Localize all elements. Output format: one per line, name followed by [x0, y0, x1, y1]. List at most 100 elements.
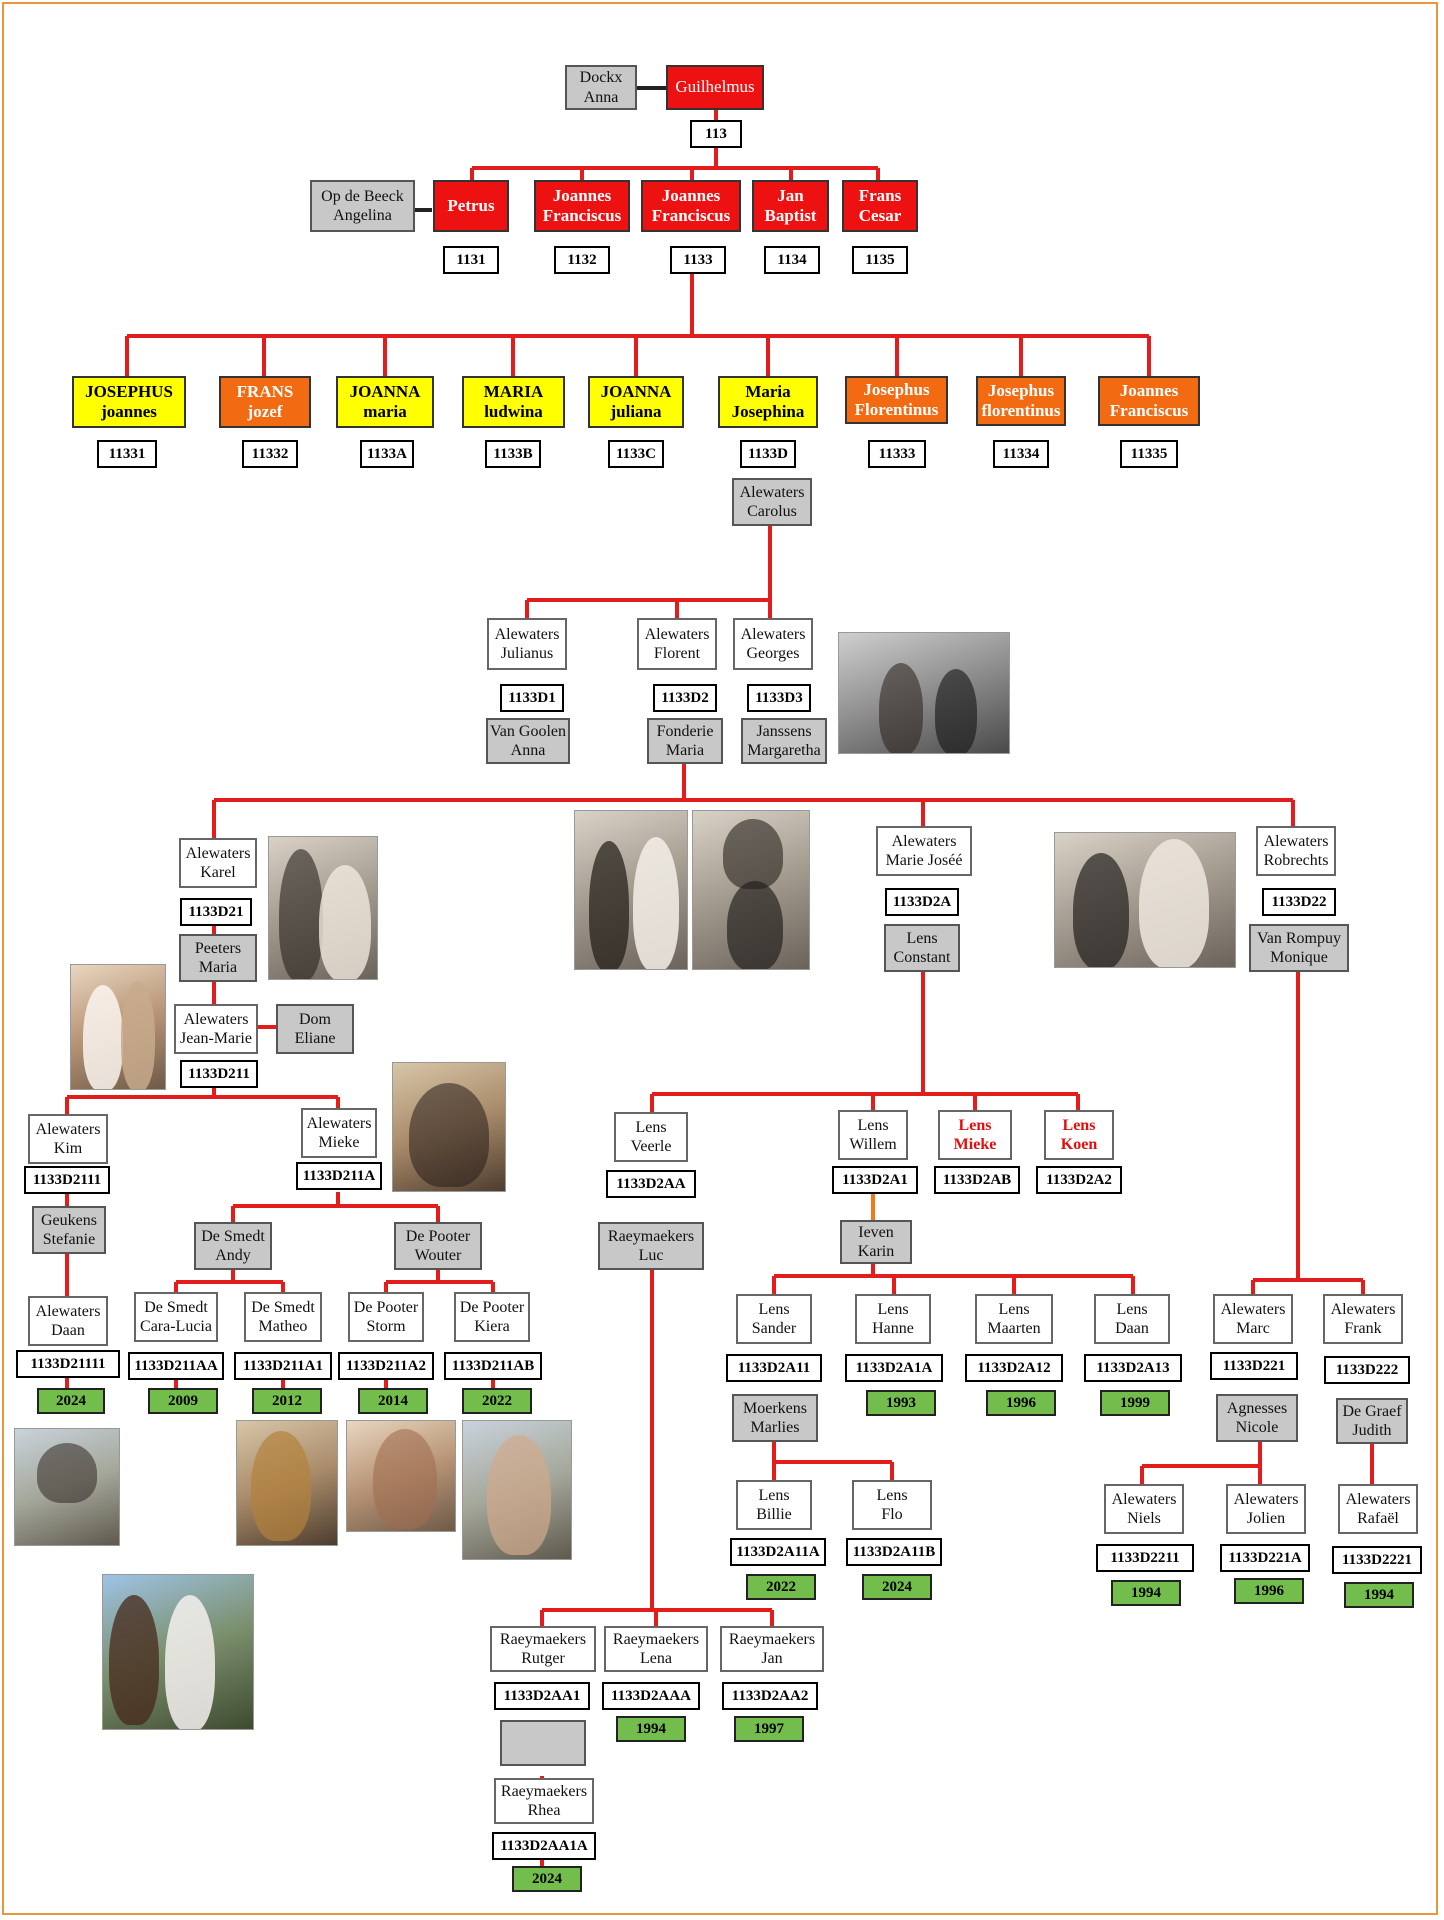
- person-lens-veerle[interactable]: Lens Veerle: [614, 1112, 688, 1162]
- id-1133D2A2: 1133D2A2: [1036, 1166, 1122, 1194]
- person-lens-flo[interactable]: Lens Flo: [852, 1480, 932, 1530]
- person-lens-daan[interactable]: Lens Daan: [1094, 1294, 1170, 1344]
- id-1133D222: 1133D222: [1324, 1356, 1410, 1384]
- id-1133D2A12: 1133D2A12: [965, 1354, 1063, 1382]
- person-lens-constant[interactable]: Lens Constant: [884, 924, 960, 972]
- person-raeymaekers-rhea[interactable]: Raeymaekers Rhea: [494, 1778, 594, 1824]
- person-alewaters-julianus[interactable]: Alewaters Julianus: [487, 618, 567, 670]
- person-joanna-maria[interactable]: JOANNA maria: [336, 376, 434, 428]
- person-alewaters-jean-marie[interactable]: Alewaters Jean-Marie: [174, 1004, 258, 1054]
- id-1133D21: 1133D21: [180, 898, 252, 926]
- person-alewaters-georges[interactable]: Alewaters Georges: [733, 618, 813, 670]
- person-alewaters-kim[interactable]: Alewaters Kim: [28, 1114, 108, 1164]
- id-1133D211: 1133D211: [180, 1060, 258, 1088]
- id-1133D2: 1133D2: [653, 684, 717, 712]
- person-alewaters-carolus[interactable]: Alewaters Carolus: [732, 478, 812, 526]
- person-van-rompuy-monique[interactable]: Van Rompuy Monique: [1249, 924, 1349, 972]
- spouse-placeholder-rutger[interactable]: [500, 1720, 586, 1766]
- photo-robrechts-wedding: [1054, 832, 1236, 968]
- photo-wedding-florent: [574, 810, 688, 970]
- person-de-smedt-cara-lucia[interactable]: De Smedt Cara-Lucia: [134, 1292, 218, 1342]
- person-de-smedt-matheo[interactable]: De Smedt Matheo: [244, 1292, 322, 1342]
- person-alewaters-jolien[interactable]: Alewaters Jolien: [1226, 1484, 1306, 1534]
- person-dockx-anna[interactable]: Dockx Anna: [565, 65, 637, 110]
- person-frans-jozef[interactable]: FRANS jozef: [219, 376, 311, 428]
- id-1133D221A: 1133D221A: [1220, 1544, 1310, 1572]
- id-1133D211AA: 1133D211AA: [128, 1352, 224, 1380]
- person-alewaters-niels[interactable]: Alewaters Niels: [1104, 1484, 1184, 1534]
- id-11334: 11334: [993, 440, 1049, 468]
- id-1133D211A2: 1133D211A2: [338, 1352, 434, 1380]
- id-1133D2111: 1133D2111: [24, 1166, 110, 1194]
- id-1132: 1132: [554, 246, 610, 274]
- person-raeymaekers-rutger[interactable]: Raeymaekers Rutger: [490, 1626, 596, 1672]
- person-janssens-margaretha[interactable]: Janssens Margaretha: [741, 718, 827, 764]
- person-joanna-juliana[interactable]: JOANNA juliana: [588, 376, 684, 428]
- person-alewaters-daan[interactable]: Alewaters Daan: [28, 1296, 108, 1346]
- person-dom-eliane[interactable]: Dom Eliane: [276, 1004, 354, 1054]
- person-de-graef-judith[interactable]: De Graef Judith: [1336, 1398, 1408, 1444]
- person-lens-maarten[interactable]: Lens Maarten: [975, 1294, 1053, 1344]
- person-josephus-florentinus-11333[interactable]: Josephus Florentinus: [845, 376, 948, 424]
- id-1133D2221: 1133D2221: [1332, 1546, 1422, 1574]
- person-raeymaekers-lena[interactable]: Raeymaekers Lena: [604, 1626, 708, 1672]
- person-van-goolen-anna[interactable]: Van Goolen Anna: [486, 718, 570, 764]
- person-alewaters-robrechts[interactable]: Alewaters Robrechts: [1256, 826, 1336, 876]
- person-lens-koen[interactable]: Lens Koen: [1044, 1110, 1114, 1160]
- birth-year-niels: 1994: [1111, 1580, 1181, 1606]
- person-alewaters-marc[interactable]: Alewaters Marc: [1213, 1294, 1293, 1344]
- person-alewaters-frank[interactable]: Alewaters Frank: [1323, 1294, 1403, 1344]
- person-josephus-joannes[interactable]: JOSEPHUS joannes: [72, 376, 186, 428]
- person-raeymaekers-luc[interactable]: Raeymaekers Luc: [598, 1222, 704, 1270]
- person-alewaters-florent[interactable]: Alewaters Florent: [637, 618, 717, 670]
- person-lens-sander[interactable]: Lens Sander: [736, 1294, 812, 1344]
- person-josephus-florentinus-11334[interactable]: Josephus florentinus: [976, 376, 1066, 426]
- person-raeymaekers-jan[interactable]: Raeymaekers Jan: [720, 1626, 824, 1672]
- person-lens-mieke[interactable]: Lens Mieke: [938, 1110, 1012, 1160]
- person-alewaters-marie-josee[interactable]: Alewaters Marie Joséé: [876, 826, 972, 876]
- person-de-pooter-wouter[interactable]: De Pooter Wouter: [394, 1222, 482, 1270]
- birth-year-maarten: 1996: [986, 1390, 1056, 1416]
- person-maria-josephina[interactable]: Maria Josephina: [718, 376, 818, 428]
- photo-daan-baby: [14, 1428, 120, 1546]
- id-1133D2A1: 1133D2A1: [832, 1166, 918, 1194]
- person-frans-cesar[interactable]: Frans Cesar: [842, 180, 918, 232]
- person-guilhelmus[interactable]: Guilhelmus: [666, 65, 764, 110]
- person-jan-baptist[interactable]: Jan Baptist: [752, 180, 829, 232]
- photo-karel-wedding: [268, 836, 378, 980]
- person-joannes-franciscus-1133[interactable]: Joannes Franciscus: [641, 180, 741, 232]
- person-de-smedt-andy[interactable]: De Smedt Andy: [194, 1222, 272, 1270]
- person-de-pooter-storm[interactable]: De Pooter Storm: [348, 1292, 424, 1342]
- birth-year-rafael: 1994: [1344, 1582, 1414, 1608]
- id-1133D2211: 1133D2211: [1096, 1544, 1194, 1572]
- birth-year-rhea: 2024: [512, 1866, 582, 1892]
- person-joannes-franciscus-1132[interactable]: Joannes Franciscus: [534, 180, 630, 232]
- person-lens-willem[interactable]: Lens Willem: [838, 1110, 908, 1160]
- photo-elderly-couple: [692, 810, 810, 970]
- person-alewaters-karel[interactable]: Alewaters Karel: [179, 838, 257, 888]
- person-ieven-karin[interactable]: Ieven Karin: [840, 1220, 912, 1264]
- person-alewaters-mieke[interactable]: Alewaters Mieke: [301, 1108, 377, 1158]
- birth-year-jolien: 1996: [1234, 1578, 1304, 1604]
- person-lens-billie[interactable]: Lens Billie: [736, 1480, 812, 1530]
- person-geukens-stefanie[interactable]: Geukens Stefanie: [32, 1206, 106, 1254]
- person-maria-ludwina[interactable]: MARIA ludwina: [462, 376, 565, 428]
- person-peeters-maria[interactable]: Peeters Maria: [179, 934, 257, 982]
- birth-year-storm: 2014: [358, 1388, 428, 1414]
- id-11331: 11331: [97, 440, 157, 468]
- person-joannes-franciscus-11335[interactable]: Joannes Franciscus: [1098, 376, 1200, 426]
- person-op-de-beeck-angelina[interactable]: Op de Beeck Angelina: [310, 180, 415, 232]
- id-1133D2AA: 1133D2AA: [606, 1170, 696, 1198]
- person-fonderie-maria[interactable]: Fonderie Maria: [647, 718, 723, 764]
- person-moerkens-marlies[interactable]: Moerkens Marlies: [732, 1394, 818, 1442]
- person-agnesses-nicole[interactable]: Agnesses Nicole: [1216, 1394, 1298, 1442]
- id-1133D2A: 1133D2A: [885, 888, 959, 916]
- id-1133D211A1: 1133D211A1: [234, 1352, 332, 1380]
- person-petrus[interactable]: Petrus: [433, 180, 509, 232]
- id-1133D2AA1A: 1133D2AA1A: [492, 1832, 596, 1860]
- person-alewaters-rafael[interactable]: Alewaters Rafaël: [1338, 1484, 1418, 1534]
- person-lens-hanne[interactable]: Lens Hanne: [855, 1294, 931, 1344]
- person-de-pooter-kiera[interactable]: De Pooter Kiera: [454, 1292, 530, 1342]
